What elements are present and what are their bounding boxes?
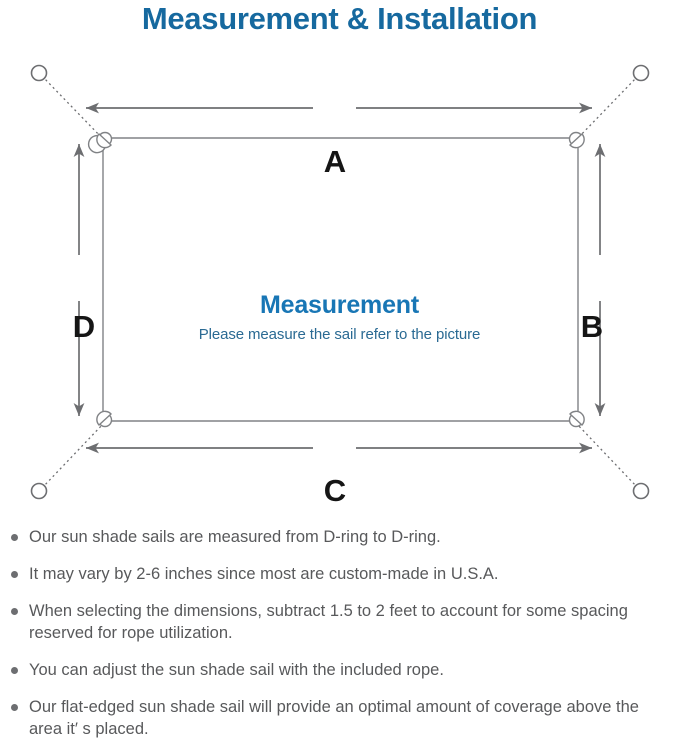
list-item: Our flat-edged sun shade sail will provi… [0,696,679,740]
list-item-text: Our flat-edged sun shade sail will provi… [29,698,639,738]
dimension-label-a: A [323,144,347,179]
page-root: Measurement & Installation [0,1,679,738]
list-item-text: You can adjust the sun shade sail with t… [29,661,444,679]
dimension-label-b: B [580,309,604,344]
rope-bottom-left [41,422,105,489]
bullet-icon [11,608,18,615]
list-item-text: Our sun shade sails are measured from D-… [29,528,441,546]
list-item-text: It may vary by 2-6 inches since most are… [29,565,499,583]
anchor-ring-top-left [30,64,48,82]
sail-outline [102,137,579,422]
bullet-icon [11,667,18,674]
dimension-label-d: D [72,309,96,344]
rope-bottom-right [575,422,639,489]
page-title: Measurement & Installation [141,1,538,36]
bullet-icon [11,571,18,578]
anchor-ring-top-right [632,64,650,82]
anchor-ring-bottom-left [30,482,48,500]
list-item: You can adjust the sun shade sail with t… [0,659,679,681]
sun-shade-sail-measurement-diagram: Measurement Please measure the sail refe… [0,48,679,518]
anchor-ring-bottom-right [632,482,650,500]
list-item-text: When selecting the dimensions, subtract … [29,602,628,642]
list-item: Our sun shade sails are measured from D-… [0,526,679,548]
rope-top-right [575,75,639,141]
rope-lines [41,75,639,489]
list-item: It may vary by 2-6 inches since most are… [0,563,679,585]
d-ring-tab-bottom-left [96,410,112,426]
sail-label-instruction: Please measure the sail refer to the pic… [198,326,481,343]
bullet-icon [11,704,18,711]
dimension-label-c: C [323,473,347,508]
anchor-rings [30,64,650,500]
dimension-lines [73,102,606,454]
list-item: When selecting the dimensions, subtract … [0,600,679,644]
d-ring-tabs [96,133,585,426]
sail-label-measurement: Measurement [260,291,419,319]
d-ring-tab-bottom-right [569,410,585,426]
rope-top-left [41,75,105,141]
notes-list: Our sun shade sails are measured from D-… [0,526,679,755]
bullet-icon [11,534,18,541]
d-ring-tab-top-left [96,133,112,149]
d-ring-tab-top-right [569,133,585,149]
